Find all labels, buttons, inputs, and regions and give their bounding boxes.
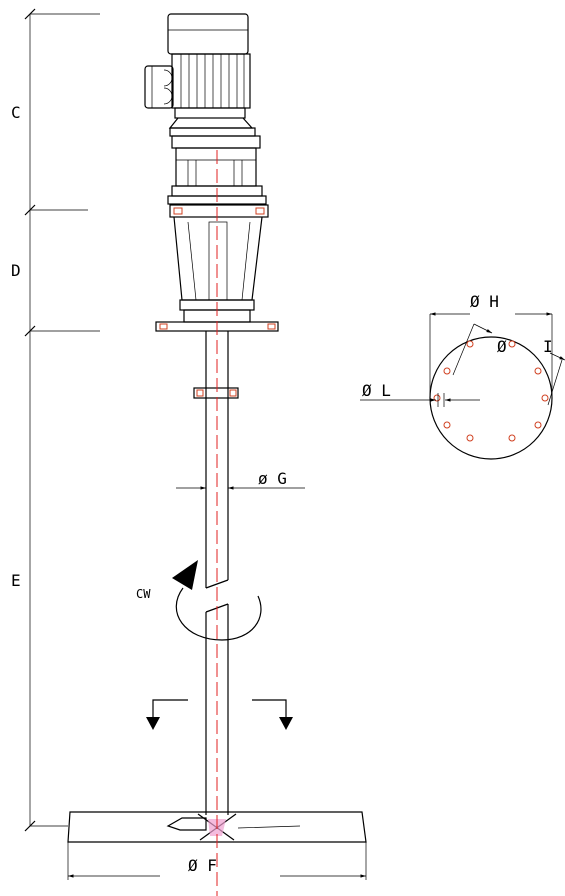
- rotation-arrow: [172, 560, 262, 641]
- dim-h-label: Ø H: [470, 292, 499, 311]
- dim-g-label: ø G: [258, 469, 287, 488]
- dim-d-label: D: [11, 261, 21, 280]
- dim-hole-label: Ø: [497, 337, 507, 356]
- shaft: [193, 331, 239, 815]
- flow-arrows: [146, 699, 293, 730]
- dimension-chain-left: [24, 8, 100, 832]
- flange-detail: [360, 312, 565, 460]
- dim-f-label: Ø F: [188, 856, 217, 875]
- motor: [144, 13, 256, 137]
- dim-c-label: C: [11, 103, 21, 122]
- dim-l-label: Ø L: [362, 381, 391, 400]
- lantern-housing: [155, 204, 279, 332]
- dim-e-label: E: [11, 571, 21, 590]
- dim-f: [67, 842, 367, 880]
- dim-i-label: I: [543, 337, 553, 356]
- bolt-holes: [433, 340, 549, 442]
- rotation-label: CW: [136, 587, 151, 601]
